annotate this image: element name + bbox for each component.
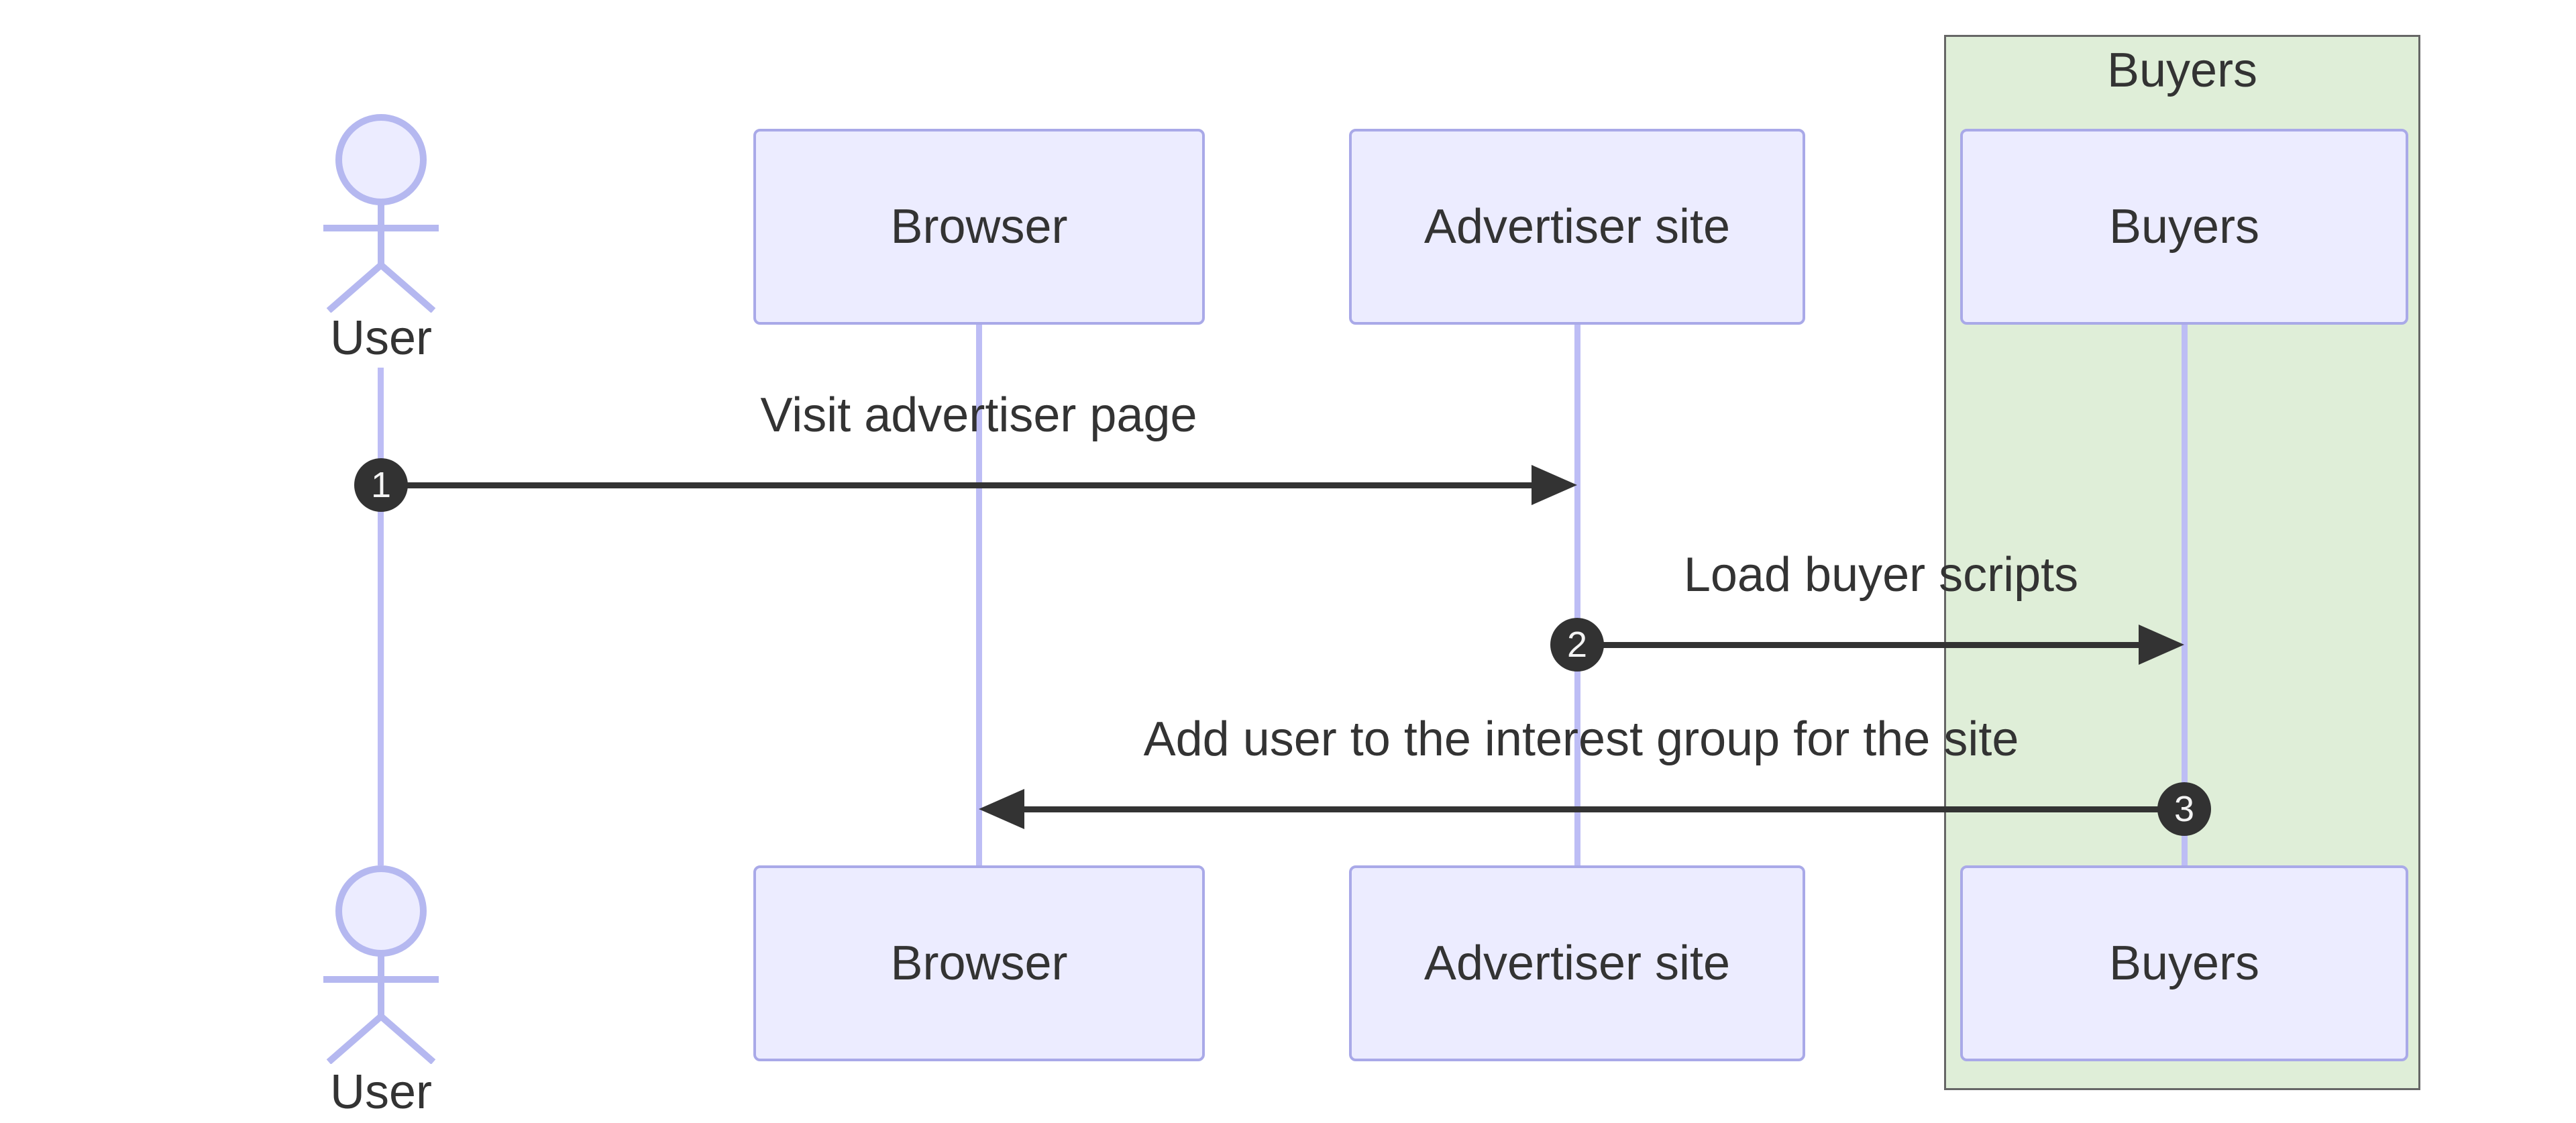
- message-label: Add user to the interest group for the s…: [1143, 712, 2019, 766]
- sequence-number-badge: 2: [1550, 618, 1604, 672]
- lifeline-advertiser-site: [1574, 325, 1580, 867]
- group-label: Buyers: [2106, 44, 2258, 97]
- sequence-number-badge: 3: [2157, 782, 2211, 836]
- participant-box-advertiser-site-top: Advertiser site: [1349, 129, 1805, 325]
- user-actor-icon: [323, 865, 439, 1064]
- message-label: Visit advertiser page: [760, 388, 1197, 442]
- message-line: [1577, 642, 2144, 648]
- message-label: Load buyer scripts: [1683, 548, 2079, 602]
- participant-box-buyers-top: Buyers: [1960, 129, 2408, 325]
- participant-label: Buyers: [2108, 200, 2260, 254]
- arrowhead-icon: [2139, 625, 2184, 665]
- actor-label-user-top: User: [329, 311, 432, 365]
- participant-box-browser-bottom: Browser: [753, 865, 1205, 1061]
- message-line: [1020, 806, 2184, 812]
- arrowhead-icon: [1532, 465, 1577, 505]
- sequence-number-badge: 1: [354, 458, 408, 512]
- participant-label: Advertiser site: [1424, 937, 1731, 990]
- lifeline-buyers: [2182, 325, 2188, 867]
- participant-label: Browser: [890, 937, 1068, 990]
- participant-label: Browser: [890, 200, 1068, 254]
- message-line: [381, 482, 1537, 488]
- actor-label-user-bottom: User: [329, 1065, 432, 1119]
- arrowhead-icon: [979, 789, 1024, 829]
- participant-label: Buyers: [2108, 937, 2260, 990]
- participant-box-buyers-bottom: Buyers: [1960, 865, 2408, 1061]
- lifeline-user: [378, 368, 384, 865]
- participant-box-advertiser-site-bottom: Advertiser site: [1349, 865, 1805, 1061]
- user-actor-icon: [323, 114, 439, 313]
- lifeline-browser: [976, 325, 982, 867]
- participant-label: Advertiser site: [1424, 200, 1731, 254]
- participant-box-browser-top: Browser: [753, 129, 1205, 325]
